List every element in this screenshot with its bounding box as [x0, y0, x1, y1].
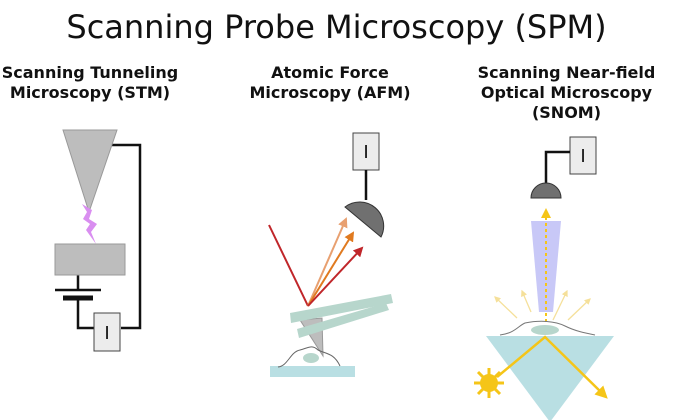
snom-wire — [544, 150, 570, 184]
cantilever-upper — [290, 294, 393, 323]
snom-heading: Scanning Near-field Optical Microscopy (… — [460, 63, 673, 123]
stm-circuit-wire — [76, 143, 142, 330]
afm-current-label: I — [363, 142, 368, 163]
afm-cell-outline — [277, 346, 341, 368]
afm-heading-line1: Atomic Force — [271, 63, 389, 82]
stm-current-label: I — [104, 323, 109, 344]
cantilever-lower — [297, 303, 389, 338]
reflected-beam-1 — [307, 217, 348, 307]
afm-heading-line2: Microscopy (AFM) — [249, 83, 411, 102]
afm-current-meter — [352, 132, 380, 171]
snom-photodetector — [530, 182, 562, 199]
snom-current-meter — [569, 136, 597, 175]
afm-panel: I — [268, 132, 393, 377]
snom-cell-outline — [499, 320, 596, 336]
snom-panel: I — [474, 136, 614, 420]
afm-heading: Atomic Force Microscopy (AFM) — [240, 63, 420, 103]
snom-heading-line1: Scanning Near-field — [477, 63, 656, 82]
snom-current-label: I — [580, 146, 585, 167]
tunneling-spark-icon — [82, 204, 97, 244]
illumination-beam — [496, 335, 608, 399]
diagram-title: Scanning Probe Microscopy (SPM) — [66, 8, 607, 46]
afm-substrate — [270, 366, 355, 377]
reflected-beam-3 — [307, 246, 364, 307]
snom-prism — [486, 336, 614, 420]
scattered-light-arrows — [494, 289, 591, 321]
snom-cell-nucleus — [531, 325, 559, 335]
snom-heading-line2: Optical Microscopy — [480, 83, 653, 102]
stm-tip — [62, 129, 118, 214]
stm-panel: I — [54, 129, 142, 352]
snom-heading-line3: (SNOM) — [531, 103, 602, 122]
afm-photodetector — [344, 201, 385, 238]
incident-laser — [268, 224, 309, 307]
stm-heading-line1: Scanning Tunneling — [1, 63, 179, 82]
afm-cell-nucleus — [303, 353, 319, 363]
stm-heading: Scanning Tunneling Microscopy (STM) — [0, 63, 180, 103]
stm-heading-line2: Microscopy (STM) — [9, 83, 171, 102]
stm-sample — [54, 243, 126, 276]
reflected-beam-2 — [307, 231, 355, 307]
stm-current-meter — [93, 312, 121, 352]
sun-icon — [474, 368, 504, 398]
